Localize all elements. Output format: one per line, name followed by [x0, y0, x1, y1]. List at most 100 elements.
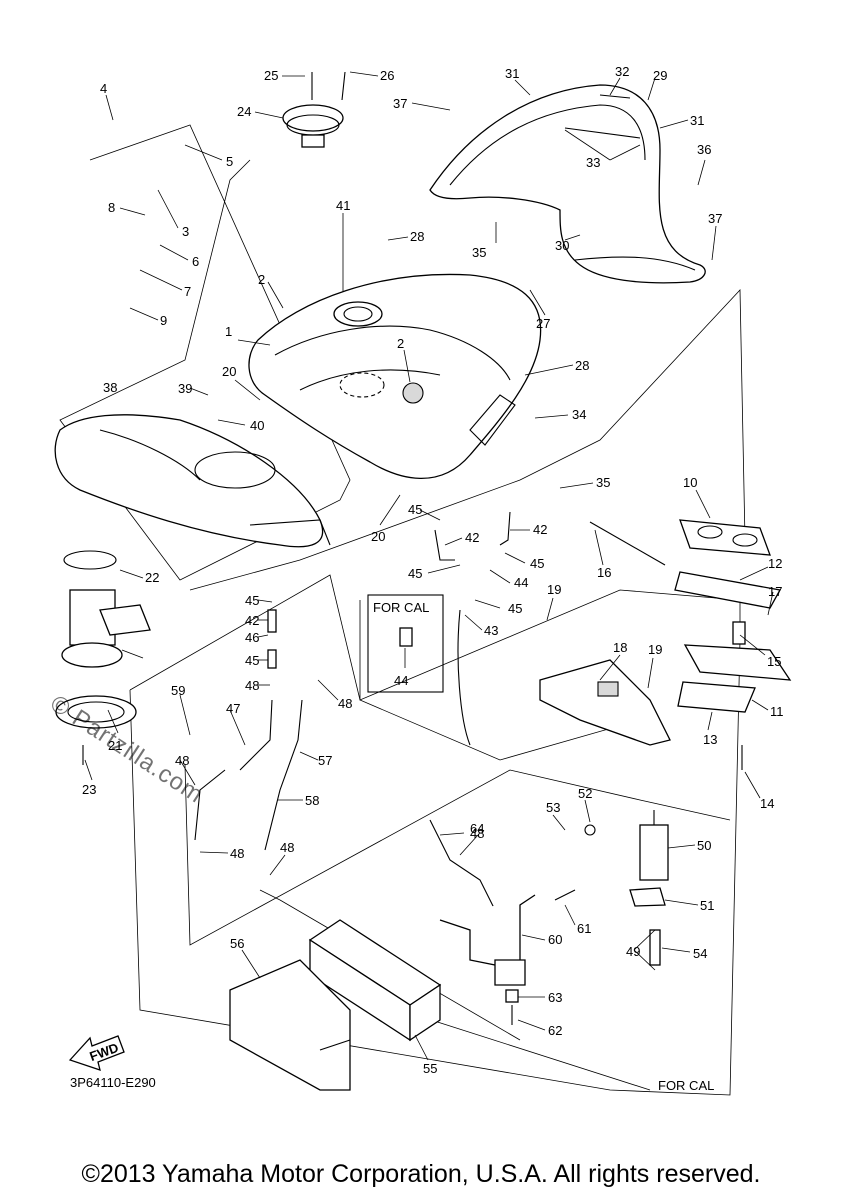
callout-37a: 37	[393, 96, 407, 111]
callout-48b: 48	[338, 696, 352, 711]
callout-37b: 37	[708, 211, 722, 226]
callout-38: 38	[103, 380, 117, 395]
callout-3: 3	[182, 224, 189, 239]
callout-7: 7	[184, 284, 191, 299]
callout-28b: 28	[575, 358, 589, 373]
callout-45a: 45	[408, 502, 422, 517]
callout-53: 54	[693, 946, 707, 961]
callout-2b: 2	[397, 336, 404, 351]
callout-49: 50	[697, 838, 711, 853]
callout-54: 55	[423, 1061, 437, 1076]
battery-assembly	[589, 519, 792, 770]
fwd-label: FWD	[88, 1040, 121, 1064]
fuel-pump	[55, 550, 151, 765]
callout-42b: 42	[533, 522, 547, 537]
callout-24: 24	[237, 104, 251, 119]
callout-45d: 45	[508, 601, 522, 616]
callout-52: 53	[546, 800, 560, 815]
bracket	[539, 659, 671, 746]
callout-4: 4	[100, 81, 107, 96]
callout-5: 5	[226, 154, 233, 169]
copyright-notice: ©2013 Yamaha Motor Corporation, U.S.A. A…	[81, 1160, 761, 1188]
callout-22: 22	[145, 570, 159, 585]
callout-58: 59	[171, 683, 185, 698]
callout-48d: 48	[280, 840, 294, 855]
callout-45e: 45	[245, 593, 259, 608]
callout-33: 33	[586, 155, 600, 170]
callout-48a: 48	[245, 678, 259, 693]
for-cal-label-1: FOR CAL	[373, 600, 429, 615]
fuel-filter	[584, 810, 669, 966]
callout-48f: 49	[626, 944, 640, 959]
for-cal-box: FOR CAL FOR CAL	[367, 594, 714, 1093]
callout-62: 63	[548, 990, 562, 1005]
callout-21: 21	[108, 738, 122, 753]
callout-20a: 20	[222, 364, 236, 379]
callout-25: 25	[264, 68, 278, 83]
callout-59: 60	[548, 932, 562, 947]
callout-1: 1	[225, 324, 232, 339]
callout-56: 57	[318, 753, 332, 768]
callout-16: 16	[597, 565, 611, 580]
callout-29: 29	[653, 68, 667, 83]
callout-19a: 19	[547, 582, 561, 597]
callout-45c: 45	[408, 566, 422, 581]
hoses	[194, 511, 511, 911]
callout-2a: 2	[258, 272, 265, 287]
callout-44c: 45	[245, 653, 259, 668]
callout-45b: 45	[530, 556, 544, 571]
callout-14: 14	[760, 796, 774, 811]
callout-6: 6	[192, 254, 199, 269]
callout-32: 32	[615, 64, 629, 79]
callout-36: 36	[697, 142, 711, 157]
callout-31b: 31	[690, 113, 704, 128]
callout-39: 39	[178, 381, 192, 396]
callout-44b: 44	[394, 673, 408, 688]
callout-20b: 20	[371, 529, 385, 544]
callout-45f: 46	[245, 630, 259, 645]
callout-13: 13	[703, 732, 717, 747]
callout-9: 9	[160, 313, 167, 328]
callout-30: 30	[555, 238, 569, 253]
callout-10: 10	[683, 475, 697, 490]
callout-35a: 35	[472, 245, 486, 260]
callout-numbers: 1 2 2 3 4 5 6 7 8 9 10 11 12 13 14 15 16…	[82, 64, 784, 1076]
callout-31a: 31	[505, 66, 519, 81]
fuel-tank	[248, 273, 542, 480]
callout-17: 17	[768, 584, 782, 599]
rear-cover	[54, 414, 331, 548]
callout-50: 51	[700, 898, 714, 913]
callout-48c: 48	[230, 846, 244, 861]
callout-41: 41	[336, 198, 350, 213]
callout-43: 43	[484, 623, 498, 638]
callout-44a: 44	[514, 575, 528, 590]
callout-23: 23	[82, 782, 96, 797]
callout-51: 52	[578, 786, 592, 801]
seat-cowl	[429, 84, 706, 284]
callout-19b: 19	[648, 642, 662, 657]
callout-27: 27	[536, 316, 550, 331]
callout-61: 62	[548, 1023, 562, 1038]
callout-8: 8	[108, 200, 115, 215]
callout-15: 15	[767, 654, 781, 669]
callout-47: 48	[175, 753, 189, 768]
assembly-outlines	[59, 124, 746, 1096]
callout-34: 34	[572, 407, 586, 422]
callout-55: 56	[230, 936, 244, 951]
leader-lines	[84, 71, 774, 1061]
callout-42c: 42	[245, 613, 259, 628]
tank-cap	[282, 71, 346, 148]
callout-40: 40	[250, 418, 264, 433]
canister	[229, 919, 442, 1091]
callout-57: 58	[305, 793, 319, 808]
for-cal-label-2: FOR CAL	[658, 1078, 714, 1093]
canister-brackets	[439, 889, 576, 1025]
fwd-arrow-icon: FWD	[68, 1035, 125, 1071]
callout-60: 61	[577, 921, 591, 936]
callout-63: 64	[470, 821, 484, 836]
callout-26: 26	[380, 68, 394, 83]
callout-18: 18	[613, 640, 627, 655]
callout-42a: 42	[465, 530, 479, 545]
callout-35b: 35	[596, 475, 610, 490]
